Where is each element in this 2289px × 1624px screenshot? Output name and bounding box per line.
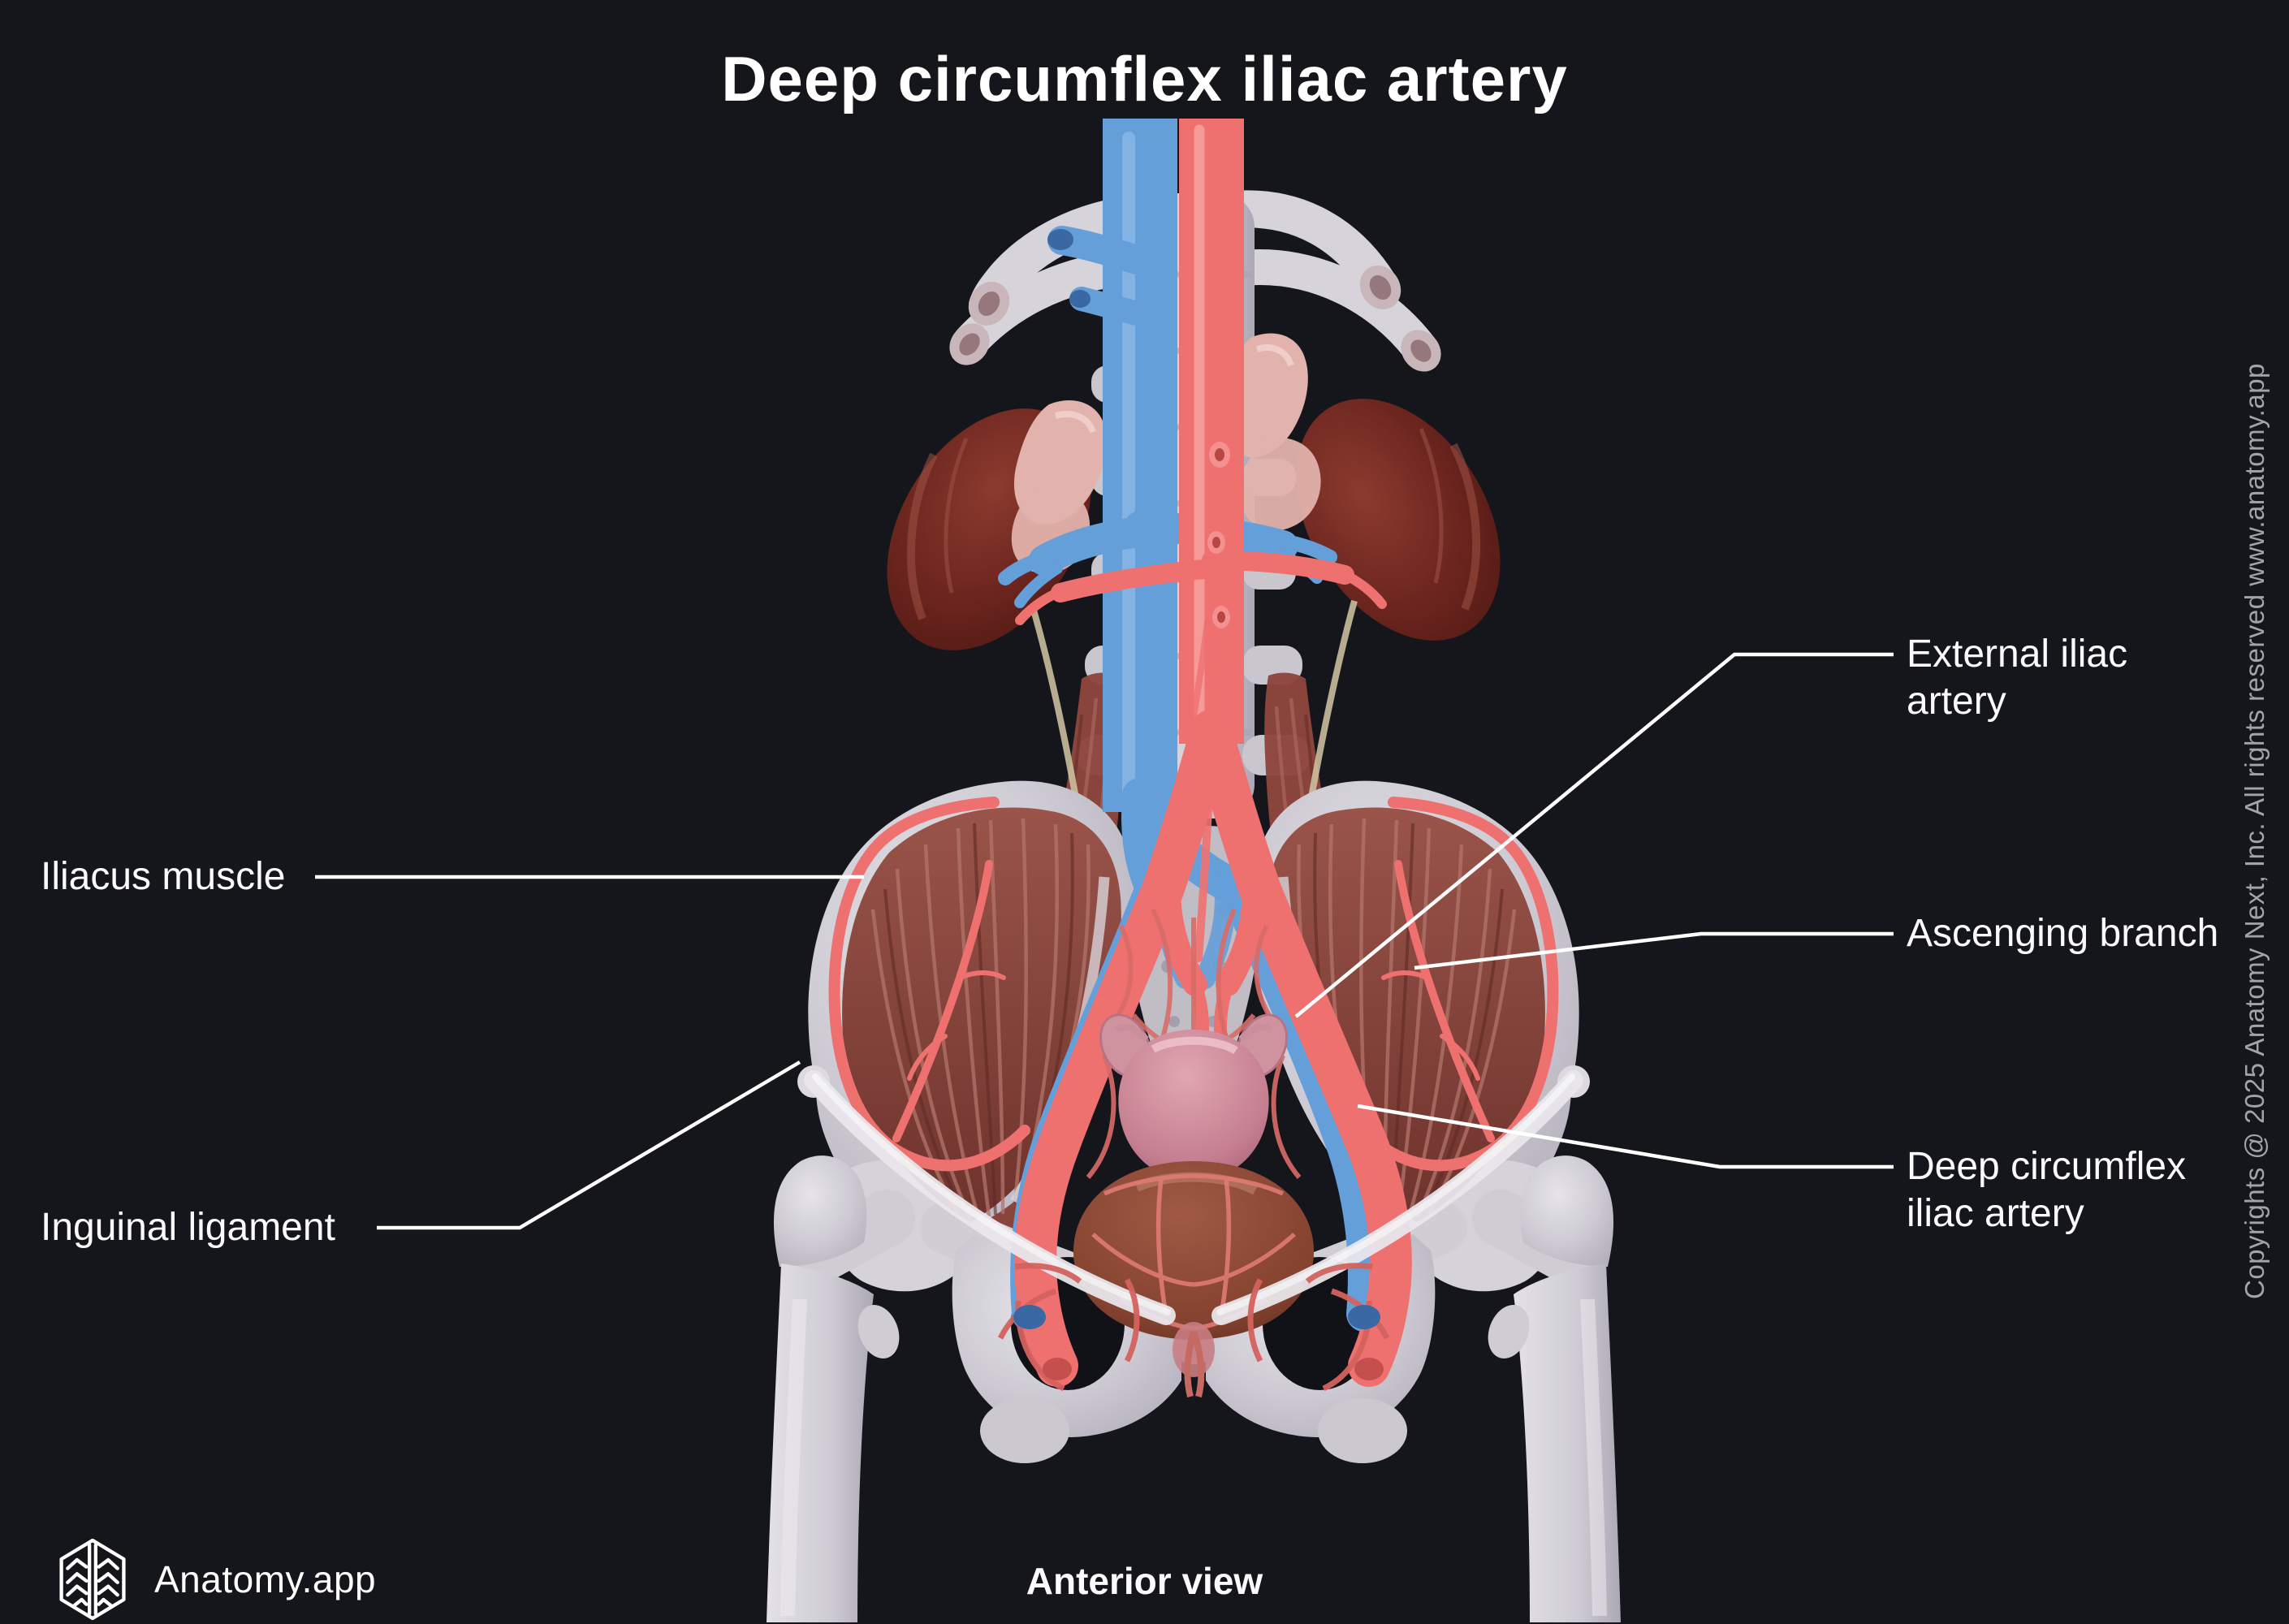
- view-caption: Anterior view: [1026, 1560, 1263, 1602]
- left-deep-circumflex-iliac-artery: [828, 797, 1030, 1172]
- label-ascending-branch: Ascenging branch: [1907, 912, 2219, 955]
- left-external-iliac-artery: [1014, 710, 1233, 1387]
- left-inguinal-ligament: [804, 1070, 1176, 1325]
- arteries: [828, 119, 1559, 1387]
- copyright-text: Copyrights @ 2025 Anatomy Next, Inc. All…: [2239, 363, 2270, 1299]
- label-deep-circumflex-iliac-artery: Deep circumflex iliac artery: [1907, 1145, 2187, 1235]
- leader-external-iliac-artery: [1294, 652, 1894, 1018]
- aorta-lumbar-stubs: [1207, 442, 1230, 628]
- brand-footer: Anatomy.app: [54, 1537, 376, 1622]
- leader-inguinal-ligament: [377, 1060, 801, 1230]
- label-external-iliac-artery: External iliac artery: [1907, 633, 2128, 723]
- uterus: [1118, 1030, 1269, 1182]
- brain-hexagon-icon: [59, 1538, 126, 1621]
- right-inguinal-ligament: [1211, 1070, 1583, 1325]
- inguinal-ligaments: [804, 1070, 1583, 1325]
- rib-cut-ends: [949, 266, 1441, 372]
- vein-cut-lumens: [1047, 229, 1091, 308]
- right-external-iliac-artery: [1190, 710, 1412, 1387]
- femurs: [767, 1155, 1621, 1622]
- leader-lines: [315, 652, 1894, 1230]
- label-iliacus-muscle: Iliacus muscle: [41, 855, 286, 898]
- leader-ascending-branch: [1414, 931, 1894, 970]
- page-title: Deep circumflex iliac artery: [721, 43, 1568, 114]
- label-inguinal-ligament: Inguinal ligament: [41, 1206, 335, 1249]
- pelvic-organs: [1073, 1013, 1315, 1397]
- pelvic-vessel-mesh: [1086, 908, 1302, 1179]
- leader-deep-circumflex-iliac-artery: [1357, 1104, 1894, 1169]
- right-deep-circumflex-iliac-artery: [1357, 797, 1559, 1172]
- vessel-cut-ends: [1013, 1305, 1384, 1380]
- brand-name: Anatomy.app: [154, 1558, 377, 1600]
